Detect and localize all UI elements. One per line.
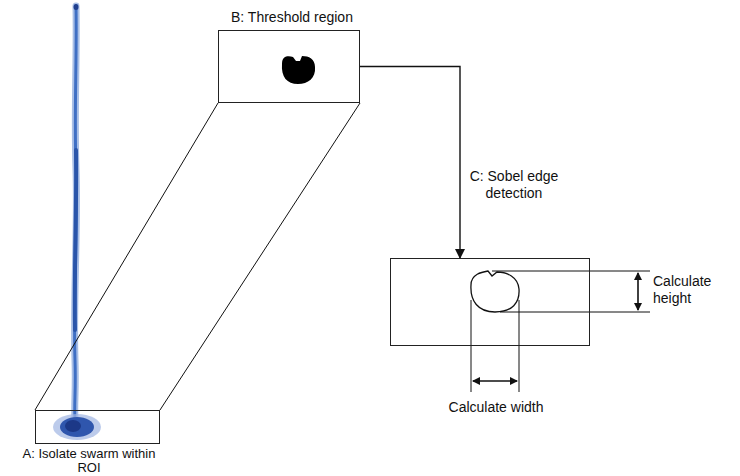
step-label: B: Threshold region: [231, 9, 431, 26]
edge-box: Calculate heightCalculate width: [390, 258, 590, 346]
roi-box: A: Isolate swarm within ROI: [35, 410, 160, 444]
process-arrow: [360, 67, 460, 259]
zoom-line: [160, 103, 360, 410]
dimension-label: Calculate width: [431, 399, 561, 416]
threshold-blob: [282, 56, 315, 84]
threshold-box: B: Threshold region: [218, 30, 360, 103]
swarm-plume: [53, 4, 101, 440]
height-dimension: [492, 271, 650, 312]
step-label: C: Sobel edge detection: [466, 168, 562, 202]
step-label: A: Isolate swarm within ROI: [14, 447, 164, 475]
dimension-label: Calculate height: [653, 273, 731, 307]
width-dimension: [471, 300, 519, 392]
edge-outline: [471, 271, 519, 312]
